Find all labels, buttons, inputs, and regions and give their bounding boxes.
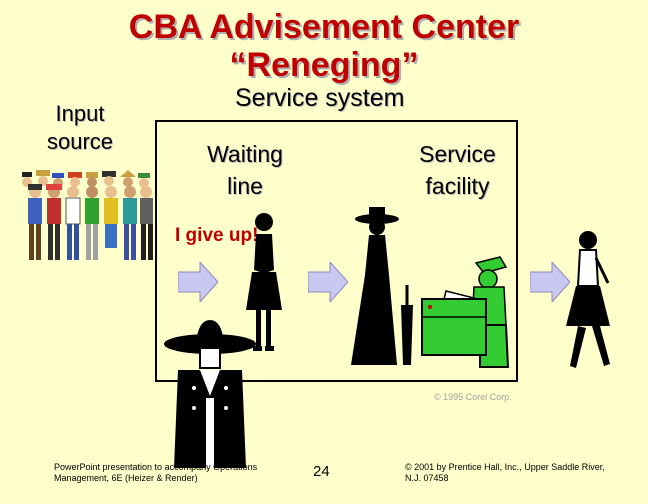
page-number: 24 [313, 463, 330, 480]
crowd-icon [20, 170, 155, 265]
arrow-icon [308, 262, 348, 302]
footer-left: PowerPoint presentation to accompany Ope… [54, 462, 258, 483]
reneging-man-icon [160, 318, 260, 468]
customer-being-served-icon [345, 205, 420, 370]
waiting-woman-icon [238, 210, 288, 355]
image-copyright: © 1995 Corel Corp. [434, 392, 512, 402]
arrow-icon [178, 262, 218, 302]
title-line-1: CBA Advisement Center [128, 8, 520, 46]
server-desk-icon [418, 255, 513, 370]
service-system-label: Service system [235, 84, 405, 112]
waiting-line-label: Waiting line [207, 141, 283, 199]
arrow-icon [530, 262, 570, 302]
input-source-label: Input source [46, 101, 114, 154]
slide-title: CBA Advisement Center “Reneging” [0, 8, 648, 84]
title-line-2: “Reneging” [229, 46, 419, 84]
departing-woman-icon [560, 228, 620, 373]
service-system-box [155, 120, 518, 382]
service-facility-label: Service facility [419, 141, 496, 199]
footer-right: © 2001 by Prentice Hall, Inc., Upper Sad… [405, 462, 605, 483]
reneging-quote: I give up! [175, 225, 259, 246]
